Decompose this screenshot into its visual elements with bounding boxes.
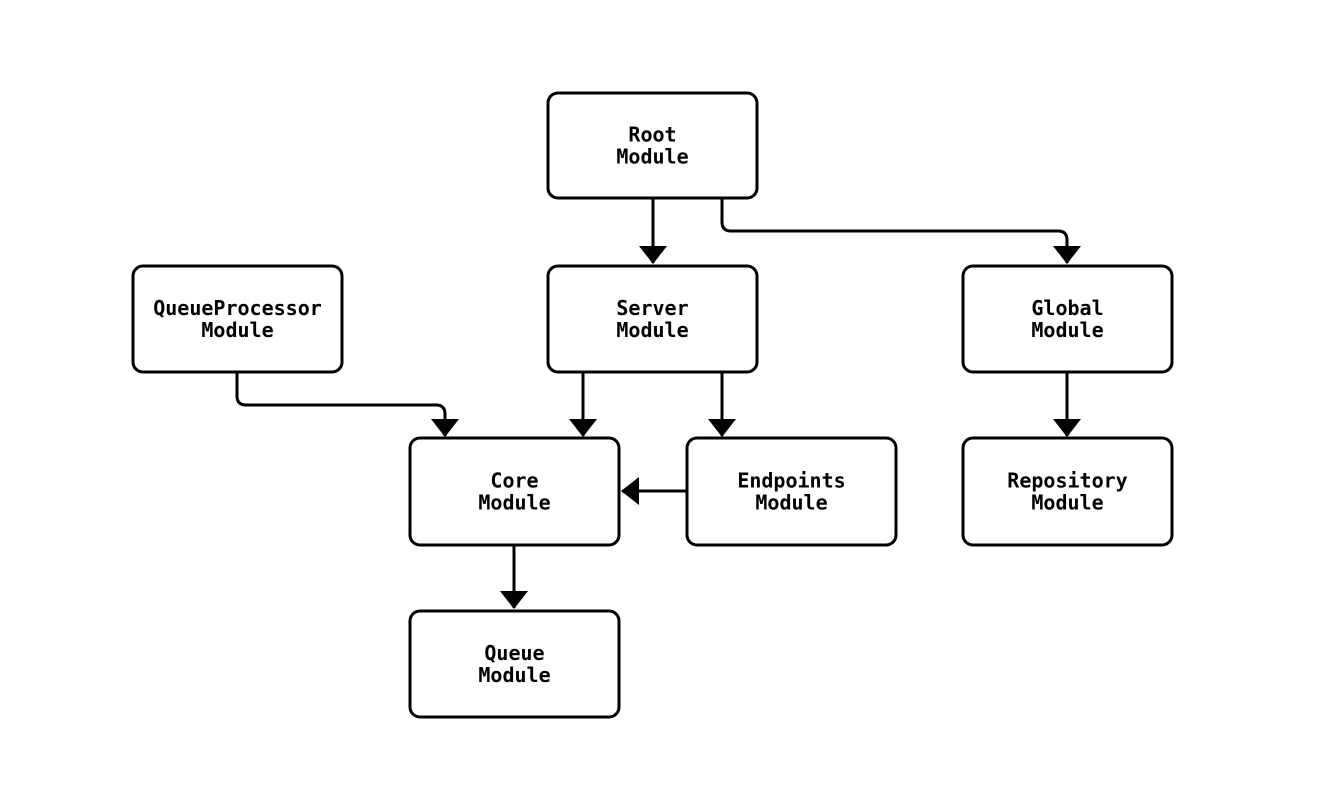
node-root-box xyxy=(546,91,759,200)
edge-layer xyxy=(235,198,1081,609)
node-core-box xyxy=(408,436,621,547)
edge-queueprocessor-to-core xyxy=(235,372,459,437)
node-global-box xyxy=(961,264,1174,374)
node-repository-box xyxy=(961,436,1174,547)
node-queueprocessor-box xyxy=(131,264,344,374)
edge-root-to-global xyxy=(720,198,1081,264)
node-queue-box xyxy=(408,609,621,719)
node-server-box xyxy=(546,264,759,374)
node-endpoints-box xyxy=(685,436,898,547)
